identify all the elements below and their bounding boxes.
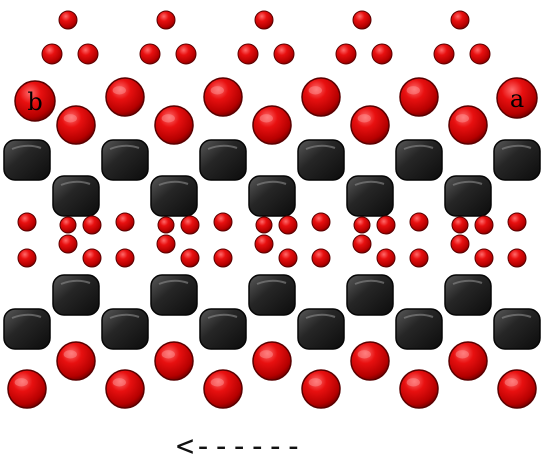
small-red-sphere-icon — [410, 249, 428, 267]
small-red-sphere-icon — [157, 235, 175, 253]
small-red-sphere-icon — [116, 249, 134, 267]
small-red-sphere-icon — [181, 216, 199, 234]
sphere-highlight — [113, 378, 126, 386]
large-red-sphere-icon — [400, 370, 438, 408]
large-red-sphere-icon — [498, 370, 536, 408]
small-red-sphere-icon — [256, 217, 272, 233]
small-red-sphere-icon — [475, 216, 493, 234]
small-red-sphere-icon — [451, 235, 469, 253]
small-red-sphere-icon — [377, 249, 395, 267]
small-red-sphere-icon — [508, 213, 526, 231]
small-red-sphere-icon — [18, 213, 36, 231]
sphere-highlight — [260, 114, 273, 122]
sphere-highlight — [64, 114, 77, 122]
large-red-sphere-icon — [400, 78, 438, 116]
small-red-sphere-icon — [434, 44, 454, 64]
small-red-sphere-icon — [372, 44, 392, 64]
small-red-sphere-icon — [214, 249, 232, 267]
large-red-sphere-icon — [351, 342, 389, 380]
small-red-sphere-icon — [83, 249, 101, 267]
large-red-sphere-icon — [57, 106, 95, 144]
small-red-sphere-icon — [59, 235, 77, 253]
large-red-sphere-icon — [204, 370, 242, 408]
sphere-highlight — [260, 350, 273, 358]
small-red-sphere-icon — [214, 213, 232, 231]
small-red-sphere-icon — [274, 44, 294, 64]
small-red-sphere-icon — [18, 249, 36, 267]
large-red-sphere-icon — [106, 78, 144, 116]
large-red-sphere-icon — [155, 342, 193, 380]
small-red-sphere-icon — [353, 235, 371, 253]
sphere-highlight — [505, 378, 518, 386]
sphere-highlight — [309, 86, 322, 94]
sphere-highlight — [162, 114, 175, 122]
small-red-sphere-icon — [508, 249, 526, 267]
large-red-sphere-icon — [106, 370, 144, 408]
small-red-sphere-icon — [157, 11, 175, 29]
small-red-sphere-icon — [475, 249, 493, 267]
large-red-sphere-icon — [253, 342, 291, 380]
small-red-sphere-icon — [59, 11, 77, 29]
small-red-sphere-icon — [451, 11, 469, 29]
large-red-sphere-icon — [253, 106, 291, 144]
small-red-sphere-icon — [255, 11, 273, 29]
small-red-sphere-icon — [377, 216, 395, 234]
small-red-sphere-icon — [116, 213, 134, 231]
sphere-highlight — [211, 86, 224, 94]
sphere-highlight — [309, 378, 322, 386]
atom-layer — [4, 11, 540, 408]
small-red-sphere-icon — [42, 44, 62, 64]
large-red-sphere-icon — [57, 342, 95, 380]
small-red-sphere-icon — [140, 44, 160, 64]
label-b: b — [27, 88, 42, 116]
small-red-sphere-icon — [410, 213, 428, 231]
sphere-highlight — [15, 378, 28, 386]
large-red-sphere-icon — [449, 342, 487, 380]
small-red-sphere-icon — [158, 217, 174, 233]
small-red-sphere-icon — [83, 216, 101, 234]
large-red-sphere-icon — [155, 106, 193, 144]
label-a: a — [510, 85, 524, 113]
sphere-highlight — [64, 350, 77, 358]
small-red-sphere-icon — [255, 235, 273, 253]
sphere-highlight — [113, 86, 126, 94]
sphere-highlight — [456, 114, 469, 122]
small-red-sphere-icon — [336, 44, 356, 64]
sphere-highlight — [162, 350, 175, 358]
small-red-sphere-icon — [78, 44, 98, 64]
small-red-sphere-icon — [470, 44, 490, 64]
sphere-highlight — [358, 114, 371, 122]
small-red-sphere-icon — [181, 249, 199, 267]
large-red-sphere-icon — [8, 370, 46, 408]
small-red-sphere-icon — [452, 217, 468, 233]
small-red-sphere-icon — [312, 213, 330, 231]
large-red-sphere-icon — [302, 370, 340, 408]
small-red-sphere-icon — [312, 249, 330, 267]
small-red-sphere-icon — [353, 11, 371, 29]
small-red-sphere-icon — [176, 44, 196, 64]
small-red-sphere-icon — [238, 44, 258, 64]
large-red-sphere-icon — [204, 78, 242, 116]
direction-arrow: <------ — [176, 429, 302, 464]
large-red-sphere-icon — [351, 106, 389, 144]
sphere-highlight — [407, 378, 420, 386]
small-red-sphere-icon — [354, 217, 370, 233]
small-red-sphere-icon — [279, 249, 297, 267]
small-red-sphere-icon — [60, 217, 76, 233]
large-red-sphere-icon — [302, 78, 340, 116]
sphere-highlight — [211, 378, 224, 386]
sphere-highlight — [456, 350, 469, 358]
large-red-sphere-icon — [449, 106, 487, 144]
sphere-highlight — [358, 350, 371, 358]
small-red-sphere-icon — [279, 216, 297, 234]
sphere-highlight — [407, 86, 420, 94]
